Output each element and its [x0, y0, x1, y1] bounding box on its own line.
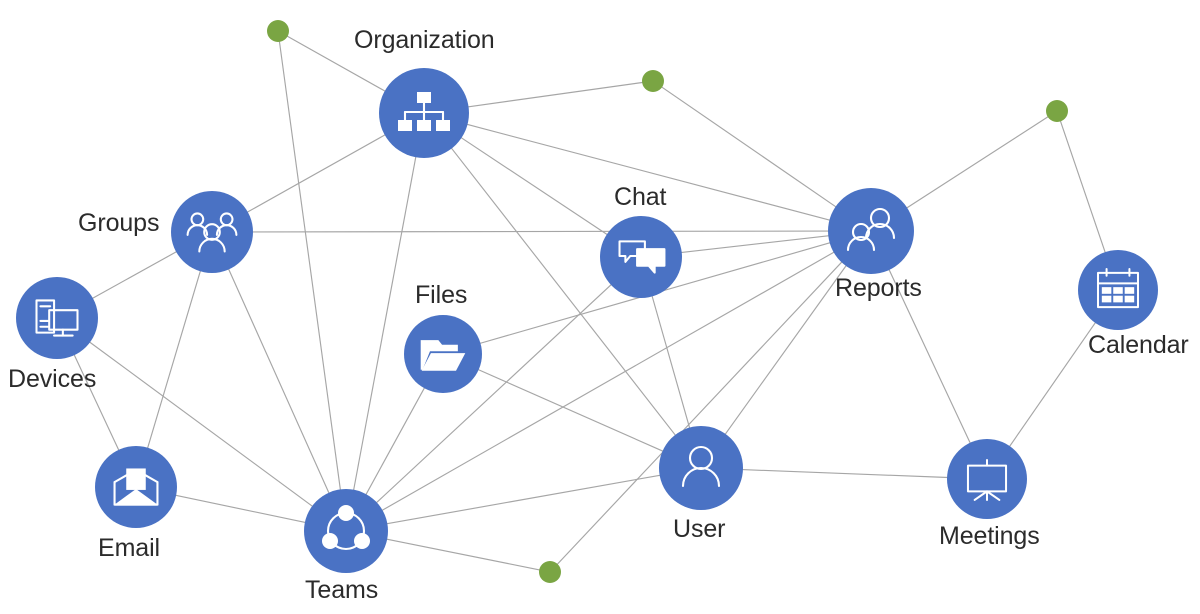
- graph-edge: [91, 250, 178, 300]
- reports-node-circle[interactable]: [828, 188, 914, 274]
- graph-edge: [375, 283, 613, 504]
- graph-edge: [246, 134, 386, 213]
- node-organization[interactable]: [379, 68, 469, 158]
- node-layer: [16, 68, 1158, 573]
- graph-edge: [73, 353, 120, 452]
- node-calendar[interactable]: [1078, 250, 1158, 330]
- graph-edge: [386, 474, 661, 525]
- graph-edge: [905, 115, 1049, 209]
- graph-edge: [381, 251, 835, 512]
- graph-edge: [1059, 120, 1106, 254]
- node-teams[interactable]: [304, 489, 388, 573]
- node-label-devices: Devices: [8, 365, 97, 393]
- graph-edge: [352, 156, 417, 491]
- node-meetings[interactable]: [947, 439, 1027, 519]
- node-label-reports: Reports: [835, 274, 922, 302]
- graph-edge: [175, 494, 306, 524]
- node-label-teams: Teams: [305, 576, 379, 604]
- edge-layer: [73, 35, 1106, 571]
- meetings-node-circle[interactable]: [947, 439, 1027, 519]
- graph-edge: [556, 261, 843, 566]
- node-label-email: Email: [98, 534, 161, 562]
- graph-edge: [1008, 321, 1097, 448]
- graph-edge: [146, 270, 202, 449]
- endpoint-dot-top-left[interactable]: [267, 20, 289, 42]
- graph-edge: [724, 264, 847, 436]
- graph-edge: [251, 230, 830, 233]
- graph-edge: [286, 35, 386, 92]
- endpoint-dot-layer: [267, 20, 1068, 583]
- node-chat[interactable]: [600, 216, 682, 298]
- graph-edge: [680, 235, 830, 254]
- graph-edge: [660, 86, 837, 208]
- endpoint-dot-bottom-center[interactable]: [539, 561, 561, 583]
- graph-edge: [651, 295, 691, 429]
- node-devices[interactable]: [16, 277, 98, 359]
- endpoint-dot-top-center[interactable]: [642, 70, 664, 92]
- graph-edge: [365, 387, 426, 496]
- node-label-calendar: Calendar: [1088, 331, 1189, 359]
- graph-edge: [227, 268, 330, 494]
- graph-edge: [466, 123, 831, 221]
- graph-edge: [386, 538, 541, 571]
- node-user[interactable]: [659, 426, 743, 510]
- graph-edge: [741, 469, 949, 479]
- teams-node-circle[interactable]: [304, 489, 388, 573]
- node-label-groups: Groups: [78, 209, 160, 237]
- devices-node-circle[interactable]: [16, 277, 98, 359]
- groups-node-circle[interactable]: [171, 191, 253, 273]
- endpoint-dot-top-right[interactable]: [1046, 100, 1068, 122]
- node-email[interactable]: [95, 446, 177, 528]
- graph-edge: [477, 368, 664, 452]
- node-label-files: Files: [415, 281, 468, 309]
- node-reports[interactable]: [828, 188, 914, 274]
- graph-edge: [460, 136, 608, 236]
- graph-edge: [88, 341, 314, 508]
- node-label-user: User: [673, 515, 726, 543]
- graph-edge: [888, 268, 972, 444]
- graph-edge: [450, 147, 677, 437]
- node-label-chat: Chat: [614, 183, 667, 211]
- node-label-meetings: Meetings: [939, 522, 1040, 550]
- node-label-organization: Organization: [354, 26, 495, 54]
- node-files[interactable]: [404, 315, 482, 393]
- graph-edge: [467, 81, 644, 108]
- node-groups[interactable]: [171, 191, 253, 273]
- graph-edge: [278, 40, 342, 491]
